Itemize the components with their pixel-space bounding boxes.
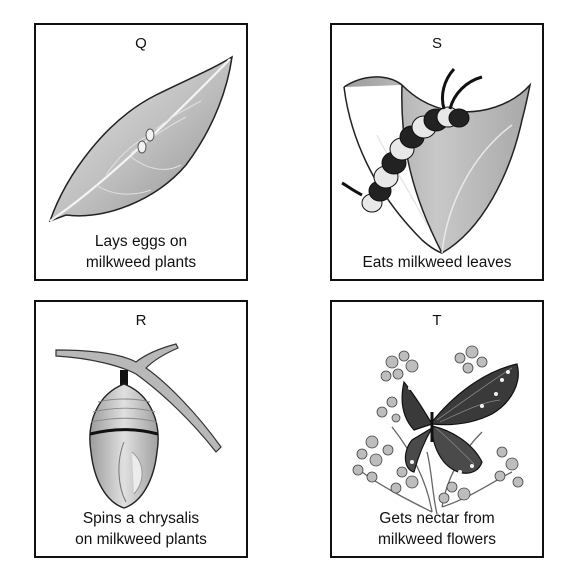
- card-letter: R: [135, 312, 147, 329]
- card-q: Q Lays eggs on milkweed plants: [34, 23, 248, 281]
- chrysalis-on-branch-icon: [55, 343, 222, 509]
- butterfly-on-flowers-icon: [352, 345, 524, 515]
- card-letter: T: [432, 312, 442, 329]
- milkweed-leaf-with-eggs-icon: [48, 55, 233, 223]
- card-t: T: [330, 300, 544, 558]
- card-caption: Lays eggs on milkweed plants: [85, 233, 197, 271]
- card-r: R Spins a chrysalis on milkweed plants: [34, 300, 248, 558]
- card-caption: Eats milkweed leaves: [362, 254, 512, 271]
- card-caption: Spins a chrysalis on milkweed plants: [75, 510, 207, 548]
- card-s: S Eats milk: [330, 23, 544, 281]
- card-letter: S: [431, 35, 442, 52]
- card-caption: Gets nectar from milkweed flowers: [377, 510, 496, 548]
- caterpillar-on-leaf-icon: [341, 67, 532, 255]
- card-letter: Q: [135, 35, 147, 52]
